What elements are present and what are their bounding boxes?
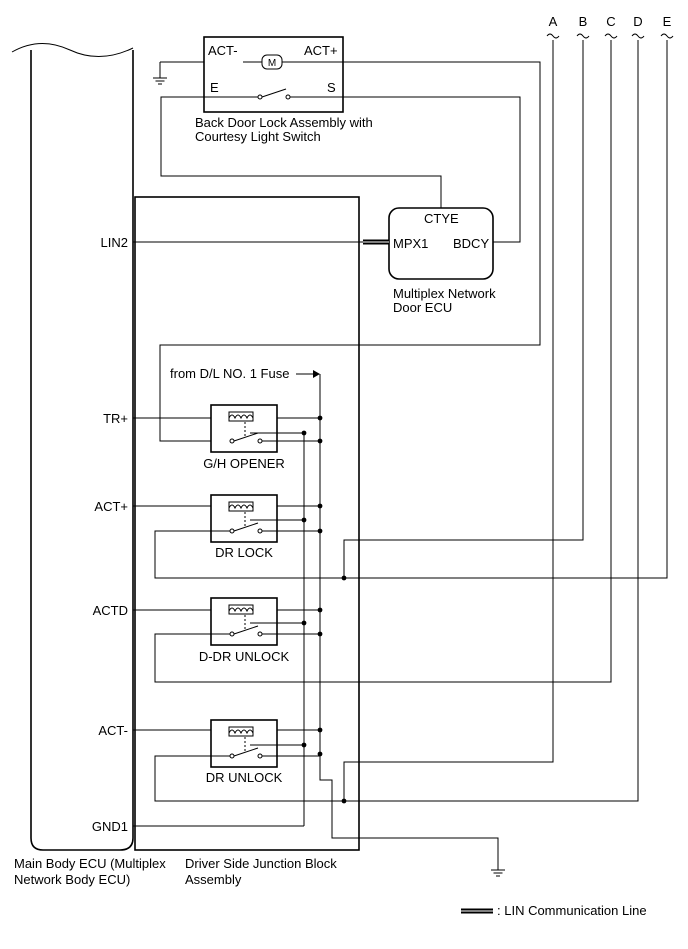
back-door-pin-e: E xyxy=(210,80,219,95)
relay-dr-unlock xyxy=(210,719,278,768)
relay-dr-lock xyxy=(210,494,278,543)
ground-icon-bottom xyxy=(491,869,505,877)
back-door-label-2: Courtesy Light Switch xyxy=(195,129,321,144)
relay-dr-unlock-label: DR UNLOCK xyxy=(206,770,283,785)
ecu-pin-tr-plus: TR+ xyxy=(103,411,128,426)
junction-block-label-2: Assembly xyxy=(185,872,242,887)
connector-a: A xyxy=(549,14,558,29)
relay-gh-opener xyxy=(210,404,278,453)
door-ecu-label-1: Multiplex Network xyxy=(393,286,496,301)
fuse-arrow-icon xyxy=(296,370,321,754)
ecu-pin-lin2: LIN2 xyxy=(101,235,128,250)
ecu-pin-act-plus: ACT+ xyxy=(94,499,128,514)
legend-lin-label: : LIN Communication Line xyxy=(497,903,647,918)
ground-icon-top xyxy=(153,61,204,85)
door-ecu-pin-bdcy: BDCY xyxy=(453,236,489,251)
relay-gh-opener-label: G/H OPENER xyxy=(203,456,285,471)
back-door-pin-act-plus: ACT+ xyxy=(304,43,338,58)
relay-d-dr-unlock xyxy=(210,597,278,646)
relay-d-dr-unlock-label: D-DR UNLOCK xyxy=(199,649,290,664)
junction-block-label-1: Driver Side Junction Block xyxy=(185,856,337,871)
ecu-pin-actd: ACTD xyxy=(93,603,128,618)
main-ecu-label-2: Network Body ECU) xyxy=(14,872,130,887)
main-ecu-label-1: Main Body ECU (Multiplex xyxy=(14,856,166,871)
back-door-pin-s: S xyxy=(327,80,336,95)
relay-wiring xyxy=(133,40,668,870)
connector-e: E xyxy=(663,14,672,29)
motor-label: M xyxy=(268,58,276,69)
junction-dots xyxy=(301,415,347,804)
ecu-pin-act-minus: ACT- xyxy=(98,723,128,738)
relay-dr-lock-label: DR LOCK xyxy=(215,545,273,560)
connector-c: C xyxy=(606,14,615,29)
connector-breaks xyxy=(546,33,674,39)
wires-back-door xyxy=(159,61,541,442)
door-ecu-pin-mpx1: MPX1 xyxy=(393,236,428,251)
ecu-pin-gnd1: GND1 xyxy=(92,819,128,834)
connector-d: D xyxy=(633,14,642,29)
motor-icon: M xyxy=(243,54,301,70)
door-ecu-label-2: Door ECU xyxy=(393,300,452,315)
main-body-ecu xyxy=(11,43,134,851)
connector-b: B xyxy=(579,14,588,29)
courtesy-switch-icon xyxy=(222,88,322,100)
fuse-label: from D/L NO. 1 Fuse xyxy=(170,366,289,381)
door-ecu-pin-ctye: CTYE xyxy=(424,211,459,226)
back-door-label-1: Back Door Lock Assembly with xyxy=(195,115,373,130)
back-door-lock-box xyxy=(203,36,344,113)
back-door-pin-act-minus: ACT- xyxy=(208,43,238,58)
